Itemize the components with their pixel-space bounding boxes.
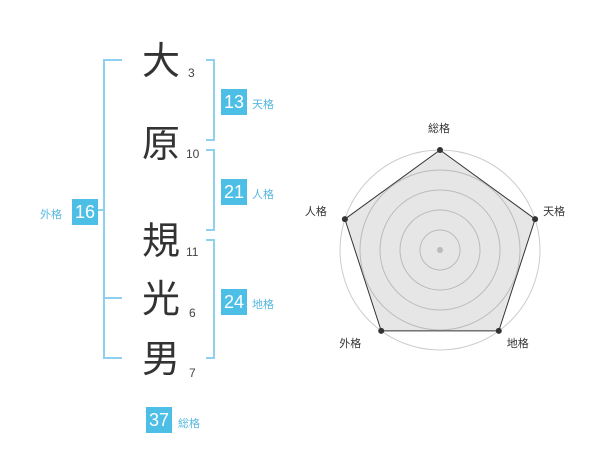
- stroke-count-3: 11: [186, 245, 199, 259]
- chikaku-label: 地格: [252, 298, 274, 311]
- name-char-3: 規: [142, 219, 181, 263]
- name-char-2: 原: [142, 122, 181, 166]
- jinkaku-value: 21: [221, 179, 247, 205]
- name-char-4: 光: [142, 277, 181, 321]
- chikaku-bracket: [206, 239, 215, 359]
- radar-point-2: [532, 216, 539, 223]
- gaikaku-value: 16: [72, 199, 98, 225]
- radar-axis-label-3: 地格: [506, 336, 529, 350]
- radar-grid-ring: [399, 209, 481, 291]
- radar-point-5: [341, 216, 348, 223]
- radar-point-3: [495, 327, 502, 334]
- radar-point-4: [378, 327, 385, 334]
- radar-data-polygon: [344, 149, 536, 332]
- jinkaku-label: 人格: [252, 188, 274, 201]
- stroke-count-4: 6: [189, 306, 196, 320]
- radar-center-dot: [437, 247, 443, 253]
- radar-axis-label-5: 人格: [304, 205, 327, 219]
- radar-point-1: [437, 147, 443, 153]
- soukaku-value: 37: [146, 407, 172, 433]
- radar-axis-label-4: 外格: [339, 336, 362, 350]
- tenkaku-bracket: [206, 59, 215, 141]
- radar-axis-label-1: 総格: [428, 122, 450, 135]
- radar-axis-label-2: 天格: [543, 205, 566, 219]
- tenkaku-label: 天格: [252, 98, 274, 111]
- soukaku-label: 総格: [178, 417, 200, 430]
- name-char-5: 男: [142, 337, 181, 381]
- name-char-1: 大: [142, 39, 181, 83]
- radar-grid-ring: [379, 189, 501, 311]
- radar-grid-ring: [359, 169, 521, 331]
- stroke-count-2: 10: [186, 147, 200, 161]
- gaikaku-label: 外格: [40, 208, 62, 221]
- tenkaku-value: 13: [221, 89, 247, 115]
- radar-grid-ring: [419, 229, 461, 271]
- stroke-count-5: 7: [189, 366, 196, 380]
- stroke-count-1: 3: [188, 66, 195, 80]
- chikaku-value: 24: [221, 289, 247, 315]
- jinkaku-bracket: [206, 149, 215, 231]
